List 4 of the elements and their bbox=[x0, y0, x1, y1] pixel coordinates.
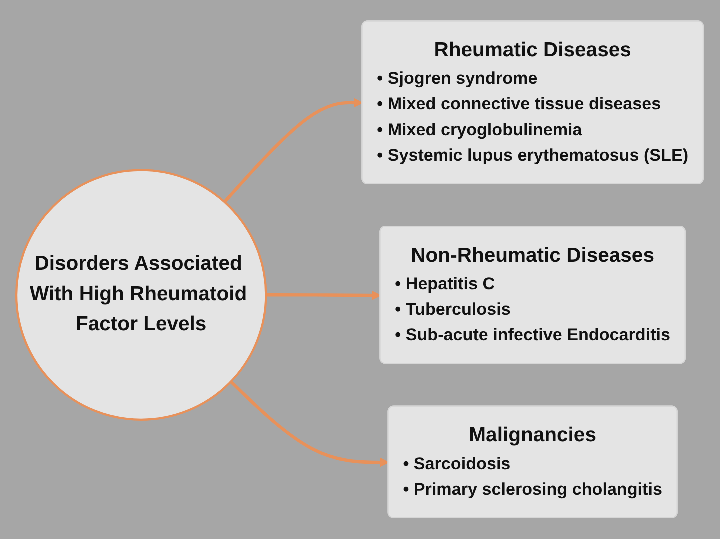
arrow bbox=[230, 380, 390, 468]
arrow bbox=[266, 290, 382, 300]
arrow bbox=[224, 98, 364, 204]
node-circle: Disorders Associated With High Rheumatoid Factor Levels bbox=[15, 169, 268, 421]
